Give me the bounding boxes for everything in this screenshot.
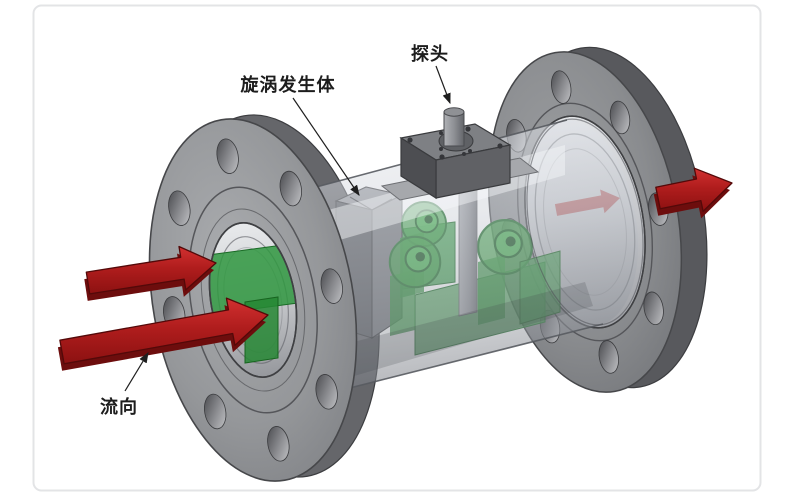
arrow-face	[655, 167, 733, 213]
pipe-bottom-edge	[321, 323, 604, 396]
left-flange-hub-ring-inner	[200, 208, 306, 392]
arrow-face	[85, 245, 217, 295]
probe-top	[443, 107, 465, 117]
vortex-generator-leader-line	[292, 97, 360, 196]
probe-label: 探头	[411, 43, 449, 65]
bolt-hole	[204, 393, 227, 430]
bolt-hole	[267, 426, 290, 462]
inlet-arrow-upper	[84, 245, 217, 301]
flow-direction-leader-line	[124, 351, 149, 392]
label-probe: 探头	[411, 43, 451, 105]
vortex-generator-label: 旋涡发生体	[240, 74, 336, 96]
bolt-hole	[551, 70, 572, 104]
probe-cylinder	[443, 111, 465, 147]
probe	[443, 107, 465, 147]
label-flow-direction: 流向	[100, 351, 149, 418]
sensor-block	[380, 107, 540, 201]
bolt-hole	[320, 268, 343, 304]
flow-arrows	[57, 167, 733, 371]
bolt-hole	[168, 190, 191, 226]
bolt-hole	[315, 374, 338, 410]
annotations: 旋涡发生体 探头 流向	[100, 43, 451, 418]
label-vortex-generator: 旋涡发生体	[240, 74, 360, 196]
bolt-hole	[598, 340, 619, 374]
arrow-face	[59, 297, 269, 365]
pipe-right-end	[526, 118, 644, 326]
bolt-hole	[279, 170, 302, 207]
pipe-shadow	[315, 282, 593, 386]
bolt-hole	[216, 138, 239, 174]
flow-direction-label: 流向	[100, 396, 138, 418]
probe-leader-line	[435, 65, 451, 105]
bolt-hole	[643, 291, 664, 326]
left-bore-rim	[208, 222, 298, 378]
outlet-arrow	[653, 167, 733, 219]
left-flange-hub-ring	[188, 186, 318, 414]
sensor-block-left	[400, 136, 437, 200]
inlet-arrow-lower	[57, 297, 269, 371]
bolt-hole	[609, 100, 631, 135]
